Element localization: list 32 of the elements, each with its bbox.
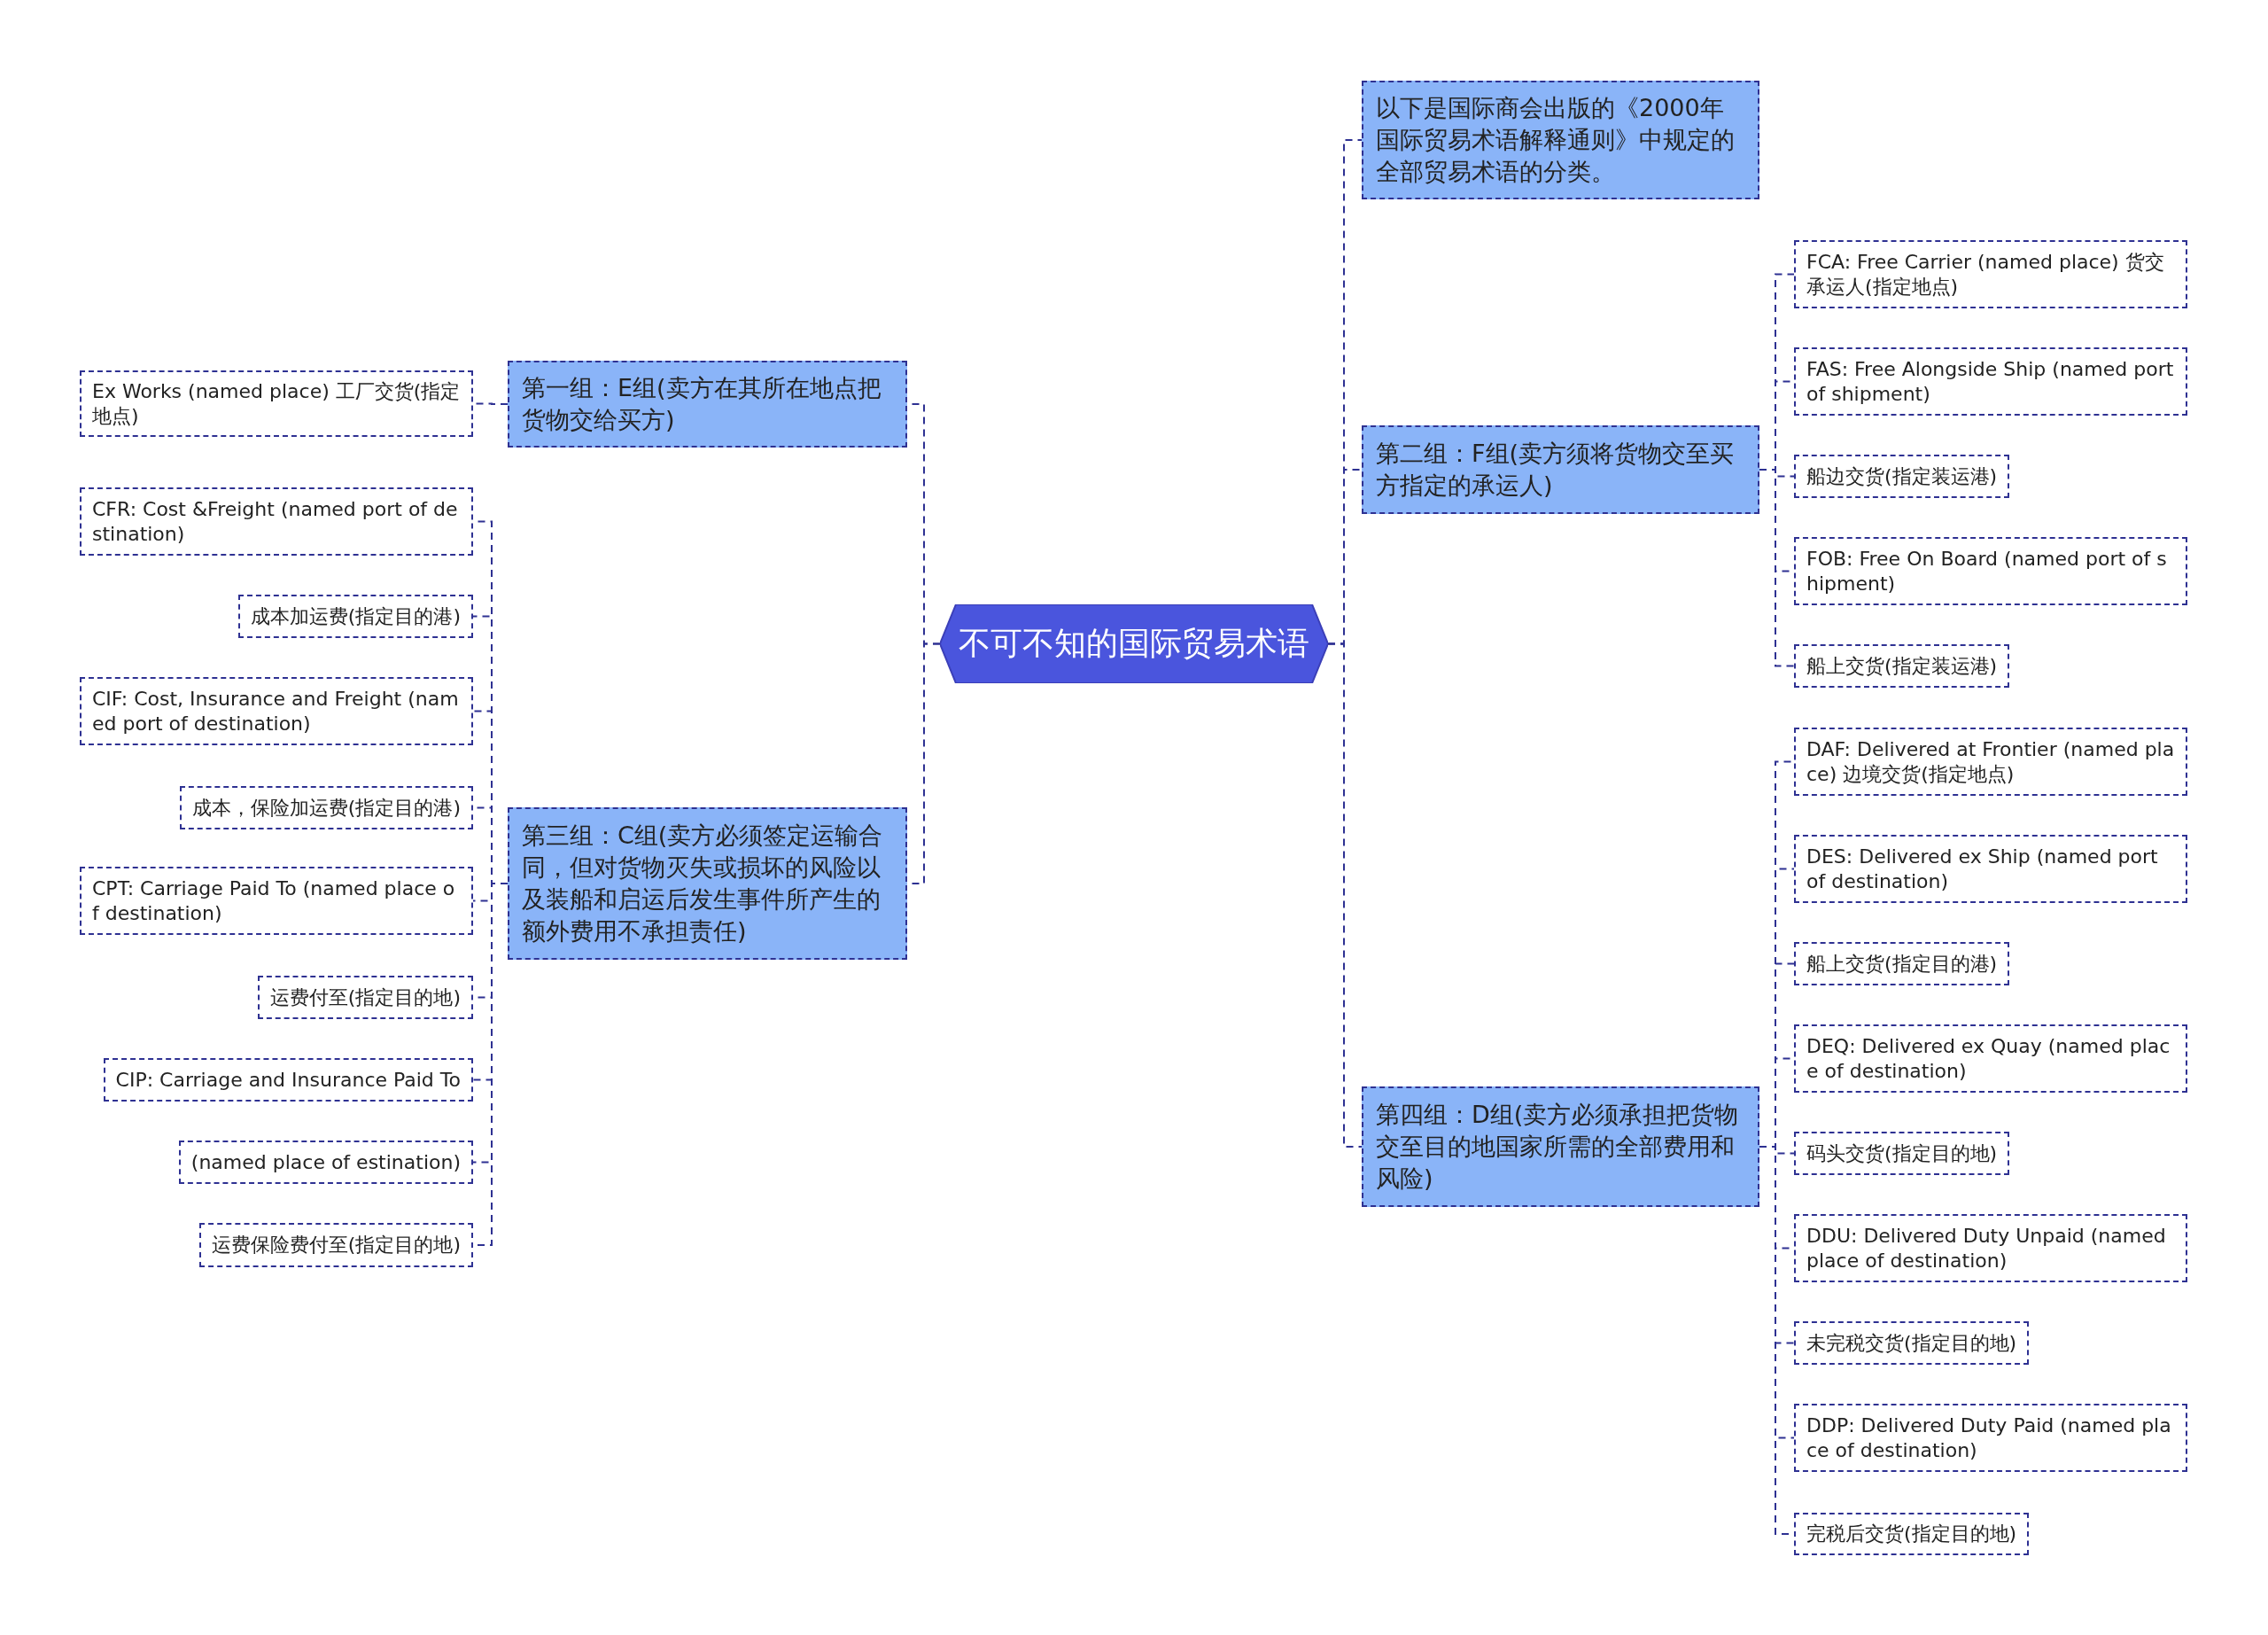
group-box: 第二组：F组(卖方须将货物交至买方指定的承运人) xyxy=(1362,425,1759,514)
term-box: 未完税交货(指定目的地) xyxy=(1794,1321,2030,1365)
term-box: 码头交货(指定目的地) xyxy=(1794,1132,2010,1175)
term-box: DES: Delivered ex Ship (named port of destination) xyxy=(1794,835,2187,903)
term-box: DAF: Delivered at Frontier (named place) 边境交货(指定地点) xyxy=(1794,728,2187,796)
term-box: DDU: Delivered Duty Unpaid (named place of destination) xyxy=(1794,1214,2187,1282)
term-box: DEQ: Delivered ex Quay (named place of destination) xyxy=(1794,1024,2187,1093)
term-box: CFR: Cost &Freight (named port of destination) xyxy=(80,487,473,556)
group-box: 第三组：C组(卖方必须签定运输合同，但对货物灭失或损坏的风险以及装船和启运后发生事件所产生的额外费用不承担责任) xyxy=(508,807,907,960)
topic-hexagon: 不可不知的国际贸易术语 xyxy=(940,604,1328,683)
term-box: 船上交货(指定目的港) xyxy=(1794,942,2010,985)
term-box: 成本，保险加运费(指定目的港) xyxy=(179,786,473,829)
group-box: 第一组：E组(卖方在其所在地点把货物交给买方) xyxy=(508,361,907,448)
connector-line xyxy=(1759,469,1795,667)
term-box: FAS: Free Alongside Ship (named port of shipment) xyxy=(1794,347,2187,416)
group-box: 以下是国际商会出版的《2000年国际贸易术语解释通则》中规定的全部贸易术语的分类。 xyxy=(1362,81,1759,199)
connector-line xyxy=(1327,642,1363,1148)
term-box: 船上交货(指定装运港) xyxy=(1794,644,2010,688)
term-box: 运费保险费付至(指定目的地) xyxy=(198,1223,473,1267)
term-box: CIF: Cost, Insurance and Freight (named port of destination) xyxy=(80,677,473,745)
term-box: 完税后交货(指定目的地) xyxy=(1794,1513,2030,1555)
term-box: FOB: Free On Board (named port of shipment) xyxy=(1794,537,2187,605)
term-box: FCA: Free Carrier (named place) 货交承运人(指定地点) xyxy=(1794,240,2187,308)
term-box: 运费付至(指定目的地) xyxy=(257,976,473,1019)
term-box: CPT: Carriage Paid To (named place of destination) xyxy=(80,867,473,935)
term-box: 成本加运费(指定目的港) xyxy=(237,595,473,638)
group-box: 第四组：D组(卖方必须承担把货物交至目的地国家所需的全部费用和风险) xyxy=(1362,1086,1759,1207)
term-box: 船边交货(指定装运港) xyxy=(1794,455,2010,498)
term-box: DDP: Delivered Duty Paid (named place of destination) xyxy=(1794,1404,2187,1472)
term-box: Ex Works (named place) 工厂交货(指定地点) xyxy=(80,370,473,437)
term-box: CIP: Carriage and Insurance Paid To xyxy=(103,1058,473,1102)
term-box: (named place of estination) xyxy=(178,1141,473,1184)
